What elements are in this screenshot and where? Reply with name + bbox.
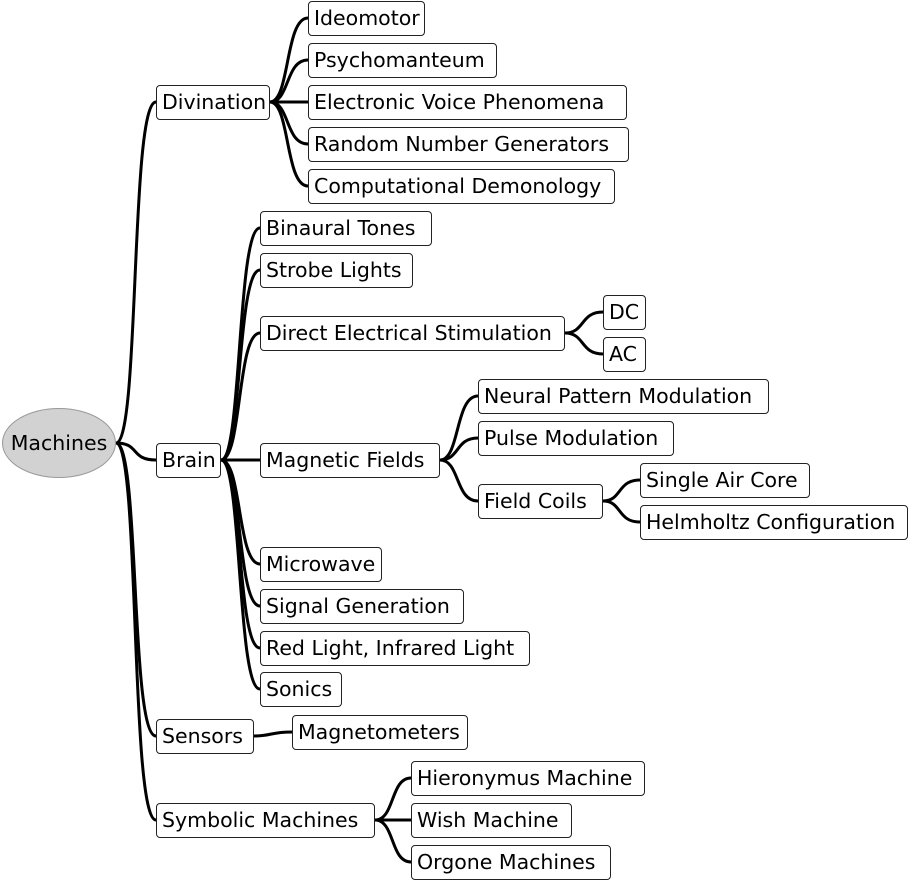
node-hieronymus-machine: Hieronymus Machine — [411, 761, 645, 796]
node-ac: AC — [603, 337, 646, 372]
root-node-machines: Machines — [2, 408, 116, 478]
node-dc: DC — [603, 295, 646, 330]
node-field-coils: Field Coils — [478, 484, 603, 519]
link-brain-sonics — [219, 458, 262, 691]
link-brain-strobe — [219, 268, 262, 462]
node-microwave: Microwave — [260, 547, 382, 582]
node-helmholtz-configuration: Helmholtz Configuration — [640, 505, 908, 540]
node-neural-pattern-modulation: Neural Pattern Modulation — [478, 379, 769, 414]
node-magnetic-fields: Magnetic Fields — [260, 443, 440, 478]
link-root-sensors — [114, 441, 158, 738]
node-sensors: Sensors — [156, 719, 254, 754]
link-root-symbolic — [114, 441, 158, 822]
node-strobe-lights: Strobe Lights — [260, 253, 413, 288]
node-binaural-tones: Binaural Tones — [260, 211, 432, 246]
link-divination-ideomotor — [268, 16, 310, 104]
node-red-light-infrared-light: Red Light, Infrared Light — [260, 631, 530, 666]
link-symbolic-hieronymus — [373, 776, 413, 822]
link-des-dc — [563, 310, 605, 335]
node-psychomanteum: Psychomanteum — [308, 43, 497, 78]
node-ideomotor: Ideomotor — [308, 1, 425, 36]
node-symbolic-machines: Symbolic Machines — [156, 803, 375, 838]
link-magnetic-coils — [438, 458, 480, 503]
link-divination-rng — [268, 100, 310, 146]
link-magnetic-neural — [438, 394, 480, 462]
node-single-air-core: Single Air Core — [640, 463, 810, 498]
node-magnetometers: Magnetometers — [292, 715, 468, 750]
link-sensors-magnetometers — [252, 730, 294, 738]
link-divination-demonology — [268, 100, 310, 188]
node-sonics: Sonics — [260, 672, 342, 707]
link-divination-psychomanteum — [268, 58, 310, 104]
link-root-divination — [114, 100, 158, 445]
link-des-ac — [563, 331, 605, 356]
node-divination: Divination — [156, 85, 270, 120]
link-brain-redlight — [219, 458, 262, 650]
node-electronic-voice-phenomena: Electronic Voice Phenomena — [308, 85, 627, 120]
node-direct-electrical-stimulation: Direct Electrical Stimulation — [260, 316, 565, 351]
node-wish-machine: Wish Machine — [411, 803, 572, 838]
link-brain-des — [219, 331, 262, 462]
link-symbolic-orgone — [373, 818, 413, 864]
node-orgone-machines: Orgone Machines — [411, 845, 611, 880]
link-coils-single — [601, 478, 642, 503]
link-root-brain — [114, 441, 158, 462]
node-signal-generation: Signal Generation — [260, 589, 464, 624]
node-computational-demonology: Computational Demonology — [308, 169, 615, 204]
node-pulse-modulation: Pulse Modulation — [478, 421, 674, 456]
link-coils-helmholtz — [601, 499, 642, 524]
node-brain: Brain — [156, 443, 221, 478]
node-random-number-generators: Random Number Generators — [308, 127, 629, 162]
